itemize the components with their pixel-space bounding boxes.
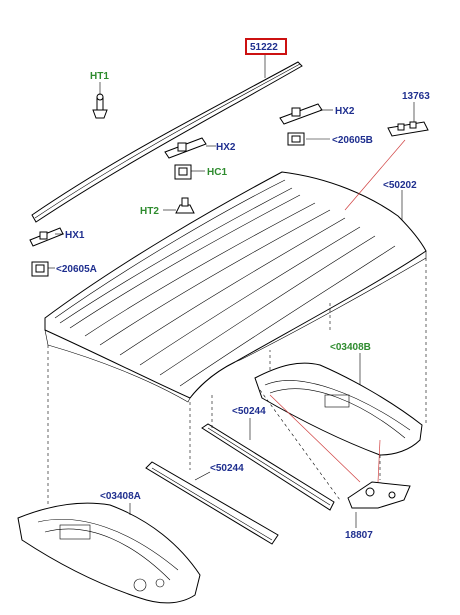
roof-panel [44, 171, 427, 403]
label-50244-upper[interactable]: <50244 [232, 406, 266, 417]
label-13763[interactable]: 13763 [402, 91, 430, 102]
label-18807[interactable]: 18807 [345, 530, 373, 541]
clip-hc1 [174, 164, 192, 180]
label-ht2[interactable]: HT2 [140, 206, 159, 217]
label-03408a[interactable]: <03408A [100, 491, 141, 502]
label-50202[interactable]: <50202 [383, 180, 417, 191]
label-hx1[interactable]: HX1 [65, 230, 85, 241]
label-20605b[interactable]: <20605B [332, 135, 373, 146]
label-hx2-right[interactable]: HX2 [335, 106, 355, 117]
label-ht1[interactable]: HT1 [90, 71, 109, 82]
clip-hx2-right [279, 103, 323, 125]
front-header-panel [17, 502, 201, 604]
clip-hx1 [29, 227, 64, 247]
clip-20605a [31, 261, 49, 277]
clip-ht1 [92, 93, 108, 119]
clip-13763 [387, 121, 429, 137]
bracket-18807 [347, 481, 411, 509]
roof-molding-strip [31, 61, 303, 223]
label-hx2-mid[interactable]: HX2 [216, 142, 236, 153]
clip-hx2-mid [164, 137, 207, 159]
leader-lines [47, 53, 427, 528]
part-51222-highlight [245, 38, 287, 55]
clip-20605b [287, 132, 305, 146]
rear-header-panel [254, 362, 423, 456]
label-hc1[interactable]: HC1 [207, 167, 227, 178]
label-03408b[interactable]: <03408B [330, 342, 371, 353]
clip-ht2 [175, 197, 195, 214]
roof-bow-upper [201, 423, 335, 511]
label-50244-lower[interactable]: <50244 [210, 463, 244, 474]
label-20605a[interactable]: <20605A [56, 264, 97, 275]
roof-bow-lower [145, 461, 279, 545]
label-51222[interactable]: 51222 [250, 42, 278, 53]
